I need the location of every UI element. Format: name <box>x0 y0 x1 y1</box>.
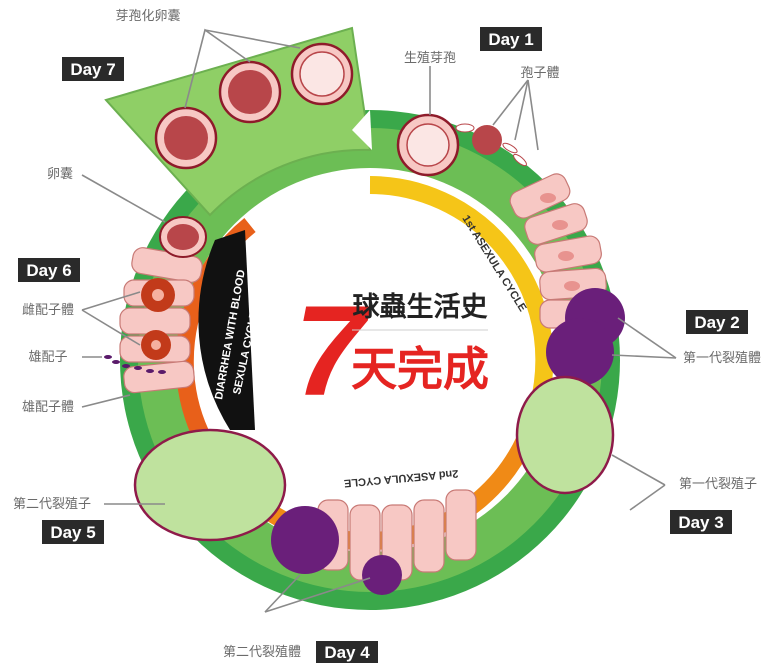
merozoite-cluster-1 <box>515 375 615 495</box>
svg-text:Day 5: Day 5 <box>50 523 95 542</box>
day4-badge: Day 4 <box>316 641 378 663</box>
label-sporocyst: 生殖芽孢 <box>404 50 456 66</box>
center-title-days: 天完成 <box>351 342 489 396</box>
wedge-gap <box>352 110 372 150</box>
day3-badge: Day 3 <box>670 510 732 534</box>
center-subtitle: 球蟲生活史 <box>353 292 488 323</box>
sporulating-oocysts <box>154 42 354 170</box>
schizont-1 <box>546 288 625 386</box>
day7-badge: Day 7 <box>62 57 124 81</box>
leader-lines <box>81 28 677 613</box>
day-badges: Day 1 Day 2 Day 3 Day 4 Day 5 Day 6 Day … <box>18 27 748 663</box>
gametocytes <box>141 278 175 360</box>
day2-badge: Day 2 <box>686 310 748 334</box>
label-sporulating-oocyst: 芽孢化卵囊 <box>115 8 180 24</box>
svg-text:Day 4: Day 4 <box>324 643 370 662</box>
svg-text:Day 2: Day 2 <box>694 313 739 332</box>
label-schizont-1: 第一代裂殖體 <box>683 350 761 366</box>
microgametes <box>104 355 166 374</box>
svg-text:Day 3: Day 3 <box>678 513 723 532</box>
day6-badge: Day 6 <box>18 258 80 282</box>
sporocyst-release <box>396 113 527 177</box>
big-seven: 7 <box>294 280 371 423</box>
center-title: 7 球蟲生活史 天完成 <box>294 280 489 423</box>
day5-badge: Day 5 <box>42 520 104 544</box>
svg-text:Day 1: Day 1 <box>488 30 533 49</box>
svg-text:Day 7: Day 7 <box>70 60 115 79</box>
svg-text:Day 6: Day 6 <box>26 261 71 280</box>
label-macrogamete: 雌配子體 <box>22 302 74 318</box>
label-merozoite-1: 第一代裂殖子 <box>679 476 757 492</box>
nuclei-right <box>540 193 580 291</box>
label-microgamete: 雄配子 <box>28 350 67 365</box>
label-schizont-2: 第二代裂殖體 <box>223 644 301 660</box>
oocyst <box>159 216 207 258</box>
day1-badge: Day 1 <box>480 27 542 51</box>
label-merozoite-2: 第二代裂殖子 <box>13 496 91 512</box>
schizont-2 <box>271 506 402 595</box>
epithelium-left <box>119 247 203 394</box>
label-oocyst: 卵囊 <box>47 166 73 182</box>
merozoite-cluster-2 <box>133 428 287 542</box>
label-microgametocyte: 雄配子體 <box>22 400 74 415</box>
labels: 芽孢化卵囊 生殖芽孢 孢子體 卵囊 雌配子體 雄配子 雄配子體 第一代裂殖體 第… <box>13 8 761 660</box>
label-sporozoite: 孢子體 <box>520 66 559 81</box>
